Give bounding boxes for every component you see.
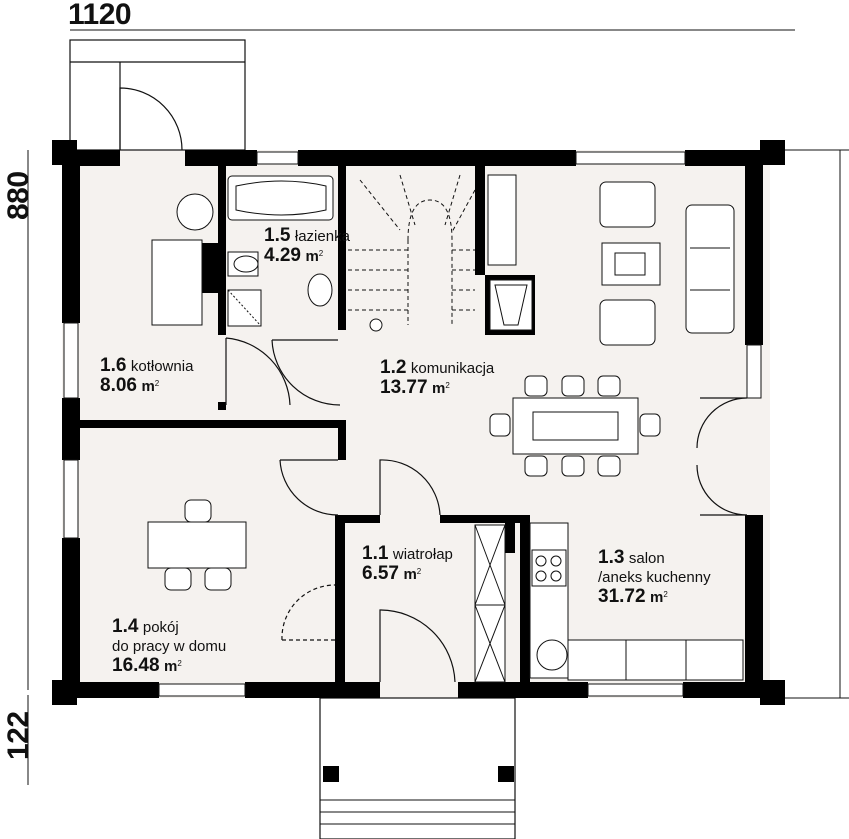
exterior-walls (52, 140, 785, 705)
rear-porch (69, 39, 246, 151)
room-label-salon: 1.3 salon /aneks kuchenny 31.72 m2 (598, 547, 711, 607)
terrace-outline (770, 149, 849, 699)
living-furniture (599, 181, 735, 346)
staircase (348, 174, 476, 325)
dimension-stairs: 122 (2, 711, 35, 760)
room-label-pokoj: 1.4 pokój do pracy w domu 16.48 m2 (112, 616, 227, 676)
dimension-width: 1120 (68, 0, 132, 31)
dining-set (489, 375, 661, 477)
wardrobe (474, 524, 506, 683)
room-label-wiatrolap: 1.1 wiatrołap 6.57 m2 (362, 543, 453, 584)
room-label-kotlownia: 1.6 kotłownia 8.06 m2 (100, 355, 194, 396)
bathroom-fixtures (227, 175, 334, 327)
room-label-komunikacja: 1.2 komunikacja 13.77 m2 (380, 357, 495, 398)
doors (119, 87, 748, 683)
boiler-fixtures (151, 193, 214, 326)
dimension-height: 880 (2, 171, 35, 220)
dimension-lines (27, 29, 795, 785)
room-label-lazienka: 1.5 łazienka 4.29 m2 (264, 225, 350, 266)
front-stairs (319, 697, 516, 839)
stair-post (369, 318, 383, 332)
windows (63, 151, 762, 697)
office-furniture (147, 499, 247, 591)
fireplace (487, 174, 533, 331)
kitchen (529, 522, 744, 681)
